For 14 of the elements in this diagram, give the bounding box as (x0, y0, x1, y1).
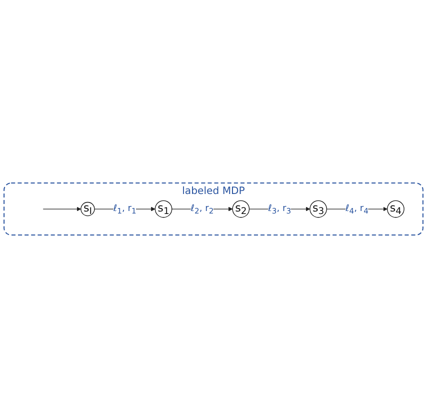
arrow (42, 207, 82, 212)
edge-label: ℓ$_{1}$, r$_{1}$ (113, 203, 136, 216)
node-circle: s$_{1}$ (154, 200, 172, 218)
node-circle: s$_{3}$ (310, 200, 327, 218)
arrow (326, 207, 388, 212)
edge-label: ℓ$_{3}$, r$_{3}$ (268, 203, 292, 216)
arrow (94, 207, 156, 212)
node-circle: s$_{I}$ (80, 202, 95, 217)
edge-label: ℓ$_{2}$, r$_{2}$ (190, 203, 214, 216)
edge-label: ℓ$_{4}$, r$_{4}$ (346, 203, 368, 216)
arrow (172, 207, 233, 212)
arrow (248, 207, 310, 212)
node-circle: s$_{2}$ (232, 200, 250, 218)
node-circle: s$_{4}$ (387, 200, 404, 218)
